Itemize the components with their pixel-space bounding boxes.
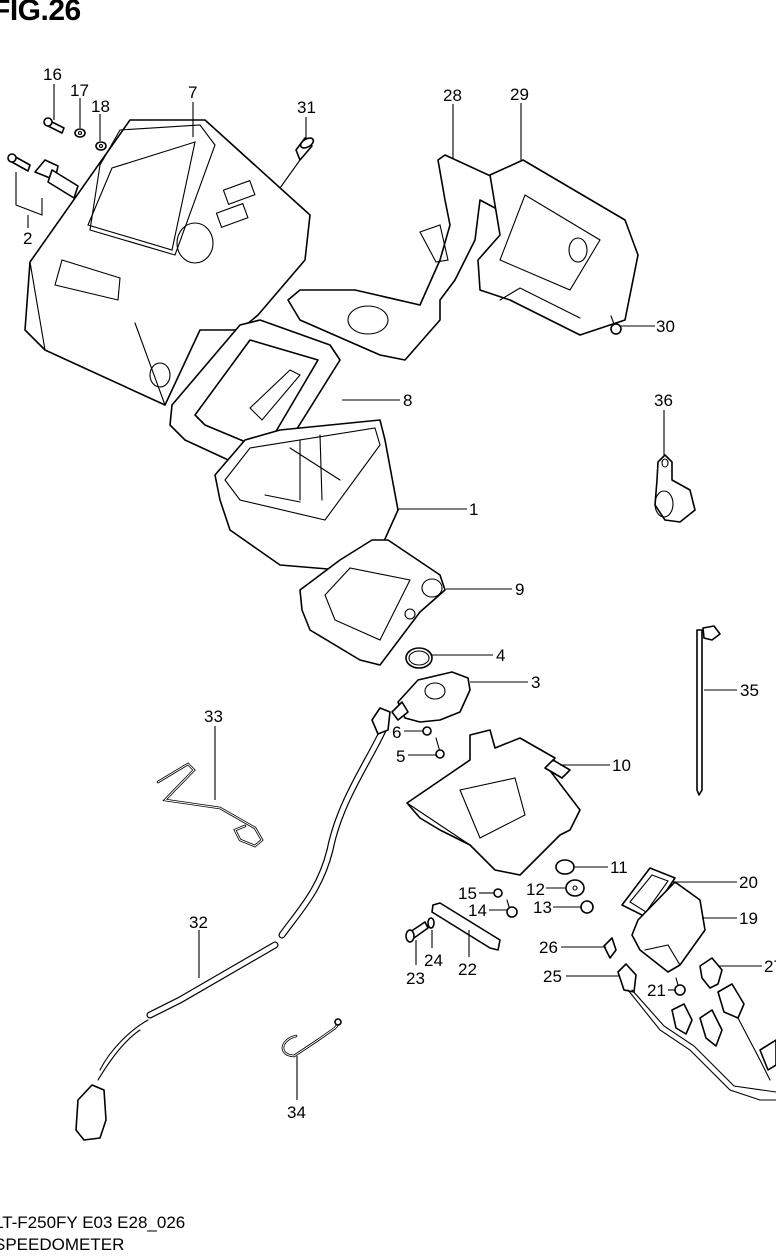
callout-33: 33 [204,707,223,726]
part-12-washer[interactable] [565,879,585,897]
part-25-bulb-socket-harness[interactable] [617,963,776,1101]
callout-7: 7 [188,83,197,102]
part-9-meter-case-lower[interactable] [299,539,446,666]
part-34-cable-clamp[interactable] [281,1018,342,1058]
part-17-washer[interactable] [74,128,86,138]
part-29-meter-cover[interactable] [477,159,639,336]
part-19-socket-cover[interactable] [631,881,706,973]
part-22-plate[interactable] [431,902,501,951]
part-30-screw[interactable] [610,315,622,335]
callout-36: 36 [654,391,673,410]
callout-18: 18 [91,97,110,116]
callout-26: 26 [539,938,558,957]
callout-5: 5 [396,747,405,766]
callout-labels: 16 17 18 7 31 2 28 29 30 36 8 1 9 4 3 35… [23,65,776,1122]
part-6-washer[interactable] [422,726,432,736]
part-5-screw[interactable] [435,737,445,759]
part-33-cable-guide[interactable] [156,762,264,848]
callout-35: 35 [740,681,759,700]
part-10-meter-bracket[interactable] [406,729,581,876]
part-32-speedometer-cable[interactable] [75,707,391,1141]
callout-30: 30 [656,317,675,336]
callout-2: 2 [23,229,32,248]
part-23-bolt[interactable] [405,921,429,943]
part-16-screw[interactable] [43,117,65,134]
part-2-trip-reset-knob[interactable] [7,153,79,228]
part-36-clamp[interactable] [654,454,696,523]
callout-10: 10 [612,756,631,775]
callout-24: 24 [424,951,443,970]
callout-25: 25 [543,967,562,986]
figure-caption: LT-F250FY E03 E28_026 SPEEDOMETER [0,1212,185,1256]
part-4-o-ring[interactable] [405,647,433,669]
callout-31: 31 [297,98,316,117]
callout-28: 28 [443,86,462,105]
callout-20: 20 [739,873,758,892]
part-31-screw[interactable] [295,136,315,161]
figure-title: FIG.26 [0,0,81,27]
callout-12: 12 [526,880,545,899]
callout-32: 32 [189,913,208,932]
part-26-bulb[interactable] [603,937,617,959]
part-14-bolt[interactable] [506,899,518,918]
part-3-speedometer-gearbox[interactable] [391,671,471,723]
callout-23: 23 [406,969,425,988]
part-18-washer[interactable] [95,141,107,151]
callout-17: 17 [70,81,89,100]
section-name: SPEEDOMETER [0,1235,125,1254]
callout-9: 9 [515,580,524,599]
part-11-cushion[interactable] [555,859,575,875]
callout-29: 29 [510,85,529,104]
part-27-bulb[interactable] [699,957,723,989]
callout-11: 11 [610,858,628,877]
model-code: LT-F250FY E03 E28_026 [0,1213,186,1232]
part-28-meter-bracket-stay[interactable] [287,154,513,361]
callout-3: 3 [531,673,540,692]
part-15-washer[interactable] [493,888,503,898]
callout-13: 13 [533,898,552,917]
callout-14: 14 [468,901,487,920]
part-24-washer[interactable] [427,917,435,929]
part-1-speedometer-assembly[interactable] [214,419,399,571]
callout-15: 15 [458,884,477,903]
callout-4: 4 [496,646,505,665]
part-13-nut[interactable] [580,900,594,914]
part-20-cover-gasket[interactable] [621,867,676,919]
callout-27: 27 [764,957,776,976]
callout-1: 1 [469,500,478,519]
callout-34: 34 [287,1103,306,1122]
callout-19: 19 [739,909,758,928]
part-21-screw[interactable] [674,977,686,996]
callout-6: 6 [392,723,401,742]
leader-lines [53,84,762,1100]
callout-16: 16 [43,65,62,84]
callout-22: 22 [458,960,477,979]
part-35-cable-tie[interactable] [696,625,721,796]
callout-21: 21 [647,981,666,1000]
callout-8: 8 [403,391,412,410]
